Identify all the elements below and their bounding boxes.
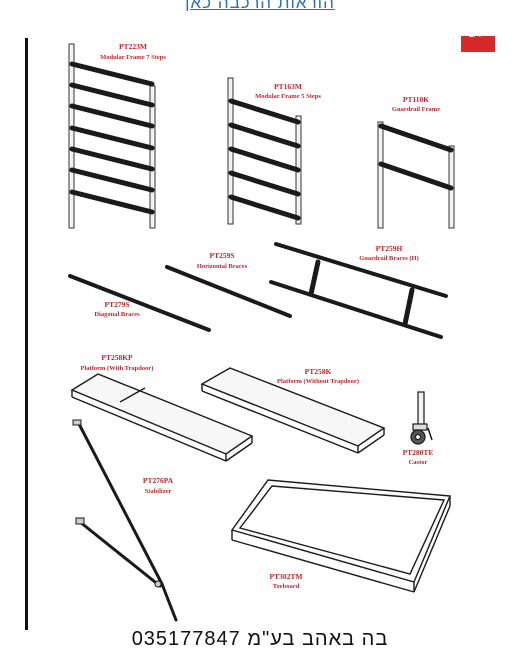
guardrail-frame-drawing (377, 121, 455, 229)
horizontal-braces-drawing (165, 265, 292, 318)
part-code-pt276pa: PT276PA (143, 476, 174, 485)
part-name-pt259s: Horizontal Braces (197, 263, 248, 270)
part-code-pt259s: PT259S (209, 251, 234, 260)
modular-frame-7-steps-drawing (68, 43, 156, 229)
part-code-pt110k: PT110K (403, 95, 429, 104)
part-code-pt259h: PT259H (376, 244, 403, 253)
part-code-pt223m: PT223M (119, 42, 147, 51)
part-name-pt259h: Guardrail Braces (H) (359, 255, 419, 262)
part-code-pt280te: PT280TE (403, 448, 434, 457)
toeboard-drawing (230, 479, 452, 593)
page-badge: 2/4 (461, 29, 495, 52)
platform-without-trapdoor-drawing (200, 367, 386, 454)
modular-frame-5-steps-drawing (227, 77, 302, 225)
part-name-pt280te: Castor (409, 459, 428, 466)
part-name-pt223m: Modular Frame 7 Steps (100, 54, 166, 61)
part-code-pt279s: PT279S (104, 300, 129, 309)
part-name-pt258kp: Platform (With Trapdoor) (81, 365, 154, 372)
page-badge-text: 2/4 (469, 29, 482, 39)
part-code-pt258kp: PT258KP (101, 353, 133, 362)
guardrail-braces-h-drawing (269, 242, 448, 339)
part-name-pt163m: Modular Frame 5 Steps (255, 93, 321, 100)
part-name-pt258k: Platform (Without Trapdoor) (277, 378, 359, 385)
part-name-pt110k: Guardrail Frame (392, 106, 440, 113)
platform-with-trapdoor-drawing (70, 373, 254, 462)
instructions-link[interactable]: הוראות הרכבה כאן (185, 0, 335, 12)
part-name-pt276pa: Stabilizer (145, 488, 172, 495)
part-code-pt258k: PT258K (305, 367, 332, 376)
part-name-pt279s: Diagonal Braces (94, 311, 140, 318)
castor-drawing (410, 391, 433, 445)
part-code-pt302tm: PT302TM (270, 572, 303, 581)
page-left-border (25, 38, 28, 630)
stabilizer-drawing (72, 419, 178, 622)
part-code-pt163m: PT163M (274, 82, 302, 91)
diagonal-braces-drawing (68, 274, 211, 332)
part-name-pt302tm: Toeboard (273, 583, 300, 590)
